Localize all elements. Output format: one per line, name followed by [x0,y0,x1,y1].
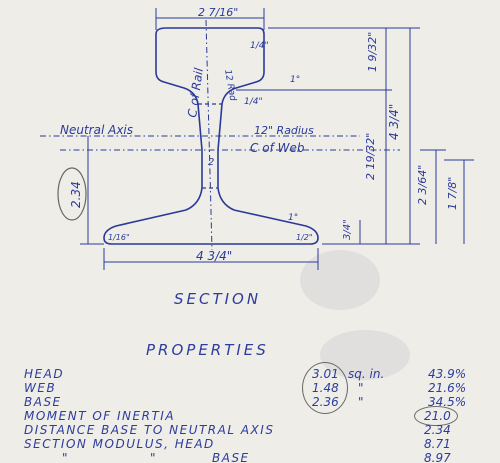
dim-rail-height-text: 4 3/4" [387,104,401,140]
radius-small-4: 1/2" [296,233,313,242]
prop-unit-head: sq. in. [348,367,385,381]
modulus-base-label: Base [212,451,250,463]
rail-centerline [205,19,213,251]
prop-label-head: Head [24,367,65,381]
modulus-label: Section Modulus, Head [24,437,215,451]
radius-small-2: 1/4" [244,97,263,107]
angle-top-label: 1° [290,75,300,85]
prop-label-web: Web [24,381,57,395]
prop-pct-web: 21.6% [428,381,467,395]
center-web-label: C of Web [250,141,305,155]
prop-unit-web: " [358,381,364,395]
dim-neutral-height-text: 2 19/32" [364,133,377,180]
modulus-ditto-1: " [62,451,70,463]
dim-head-depth-text: 1 9/32" [366,32,379,72]
moment-label: Moment of Inertia [24,409,176,423]
prop-label-base: Base [24,395,62,409]
modulus-value: 8.71 [424,437,451,451]
dim-base-thick-text: 3/4" [342,219,353,240]
modulus-base-value: 8.97 [424,451,451,463]
prop-pct-head: 43.9% [428,367,467,381]
dim-lower-height-text: 2 3/64" [416,165,429,205]
distance-value: 2.34 [424,423,451,437]
web-radius-label: 12" Radius [254,124,314,137]
distance-label: Distance Base to Neutral Axis [24,423,275,437]
dim-base-to-fillet-text: 1 7/8" [446,177,459,210]
center-rail-label: C of Rail [185,66,206,118]
neutral-axis-label: Neutral Axis [60,123,133,137]
circled-annotation [57,167,87,221]
radius-small-3: 1/16" [108,233,130,242]
radius-small-1: 1/4" [250,41,269,51]
modulus-ditto-2: " [150,451,158,463]
properties-title: Properties [146,341,269,359]
dim-head-width-text: 2 7/16" [198,6,238,19]
section-title: Section [174,290,262,308]
circled-values [302,362,348,414]
dim-base-width-text: 4 3/4" [196,249,232,263]
rail-profile-outline [103,27,319,245]
web-half-label: 2 [208,157,214,168]
angle-bottom-label: 1° [288,213,298,223]
prop-unit-base: " [358,395,364,409]
paper-stain [300,250,380,310]
circled-moment [414,406,458,426]
dim-neutral-left-text: 2.34 [69,181,83,208]
